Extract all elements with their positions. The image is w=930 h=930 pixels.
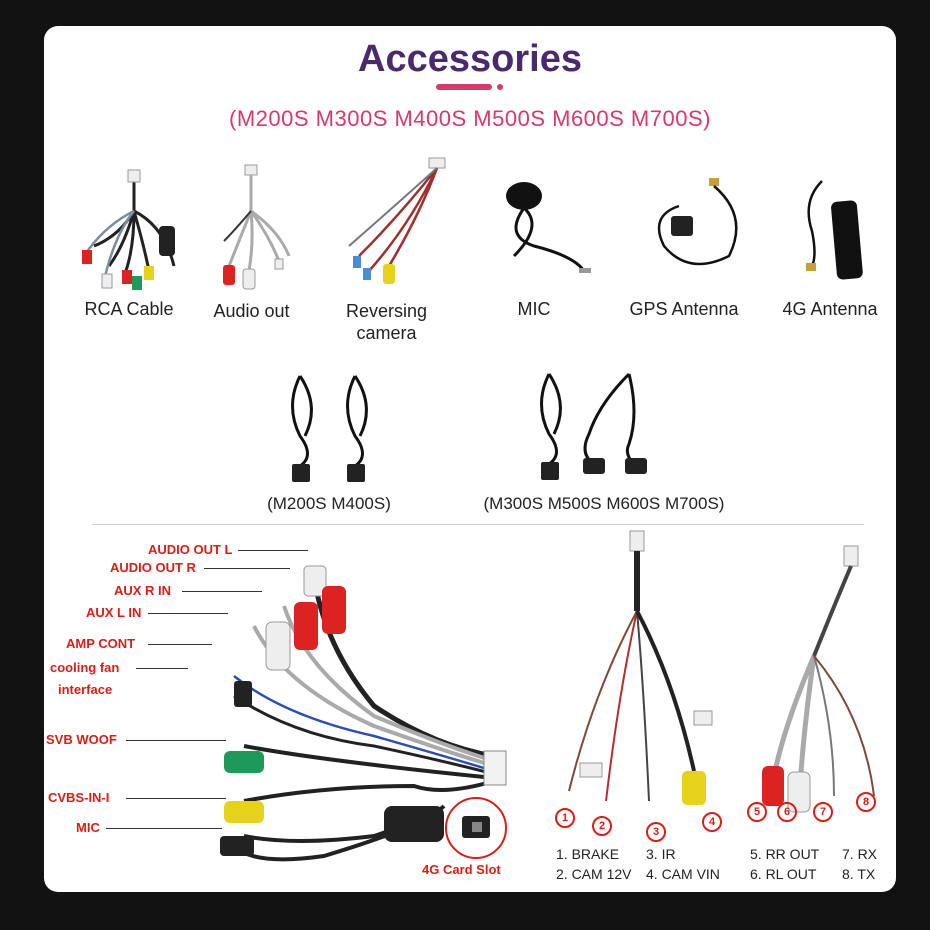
product-label-reversing-camera: Reversing camera [345,301,428,343]
leader-audio-out-r [204,568,290,569]
model-list: (M200S M300S M400S M500S M600S M700S) [229,106,711,131]
product-label-gps: GPS Antenna [629,299,739,319]
reversing-camera-cable-icon [348,157,446,284]
leader-amp-cont [148,644,212,645]
label-cvbs-in: CVBS-IN-I [48,790,110,805]
card-slot-callout [445,797,507,859]
legend-rl-out: 6. RL OUT [750,866,817,882]
usb-cable-dual-icon [540,372,647,480]
leader-mic [106,828,222,829]
leader-svb-woof [126,740,226,741]
page-title: Accessories [358,38,582,80]
pin-number-5: 5 [747,802,767,822]
pin-number-7: 7 [813,802,833,822]
product-label-rca: RCA Cable [84,299,174,319]
camera-harness-illustration [568,530,713,805]
label-svb-woof: SVB WOOF [46,732,117,747]
legend-cam-vin: 4. CAM VIN [646,866,720,882]
legend-tx: 8. TX [842,866,876,882]
leader-aux-l-in [148,613,228,614]
section-divider [92,524,864,525]
microphone-icon [506,182,591,273]
legend-rx: 7. RX [842,846,878,862]
legend-cam-12v: 2. CAM 12V [556,866,632,882]
audio-out-cable-icon [223,164,291,290]
pin-number-6: 6 [777,802,797,822]
pin-number-2: 2 [592,816,612,836]
usb-label-m200s: (M200S M400S) [267,494,391,513]
pin-number-1: 1 [555,808,575,828]
audio-harness-illustration [762,545,875,813]
accessories-card: Accessories (M200S M300S M400S M500S M60… [44,26,896,892]
label-aux-r-in: AUX R IN [114,583,172,598]
leader-audio-out-l [238,550,308,551]
label-cooling-fan: cooling fan [50,660,120,675]
leader-cooling-fan [136,668,188,669]
label-aux-l-in: AUX L IN [86,605,142,620]
pin-number-3: 3 [646,822,666,842]
pin-number-4: 4 [702,812,722,832]
usb-label-m300s: (M300S M500S M600S M700S) [483,494,725,513]
usb-cable-icon [291,375,368,482]
label-audio-out-l: AUDIO OUT L [148,542,233,557]
4g-antenna-icon [806,180,863,280]
gps-antenna-icon [657,178,738,266]
rca-cable-icon [82,169,176,290]
leader-cvbs-in [126,798,226,799]
product-label-audio-out: Audio out [213,301,290,321]
product-label-mic: MIC [517,299,551,319]
rca-harness-illustration [220,565,507,862]
card-slot-label: 4G Card Slot [422,862,501,877]
label-interface: interface [58,682,113,697]
product-label-4g: 4G Antenna [782,299,878,319]
title-underline [436,84,503,90]
legend-ir: 3. IR [646,846,676,862]
legend-brake: 1. BRAKE [556,846,620,862]
leader-aux-r-in [182,591,262,592]
label-mic: MIC [76,820,100,835]
label-amp-cont: AMP CONT [66,636,136,651]
legend-rr-out: 5. RR OUT [750,846,820,862]
pin-number-8: 8 [856,792,876,812]
label-audio-out-r: AUDIO OUT R [110,560,196,575]
